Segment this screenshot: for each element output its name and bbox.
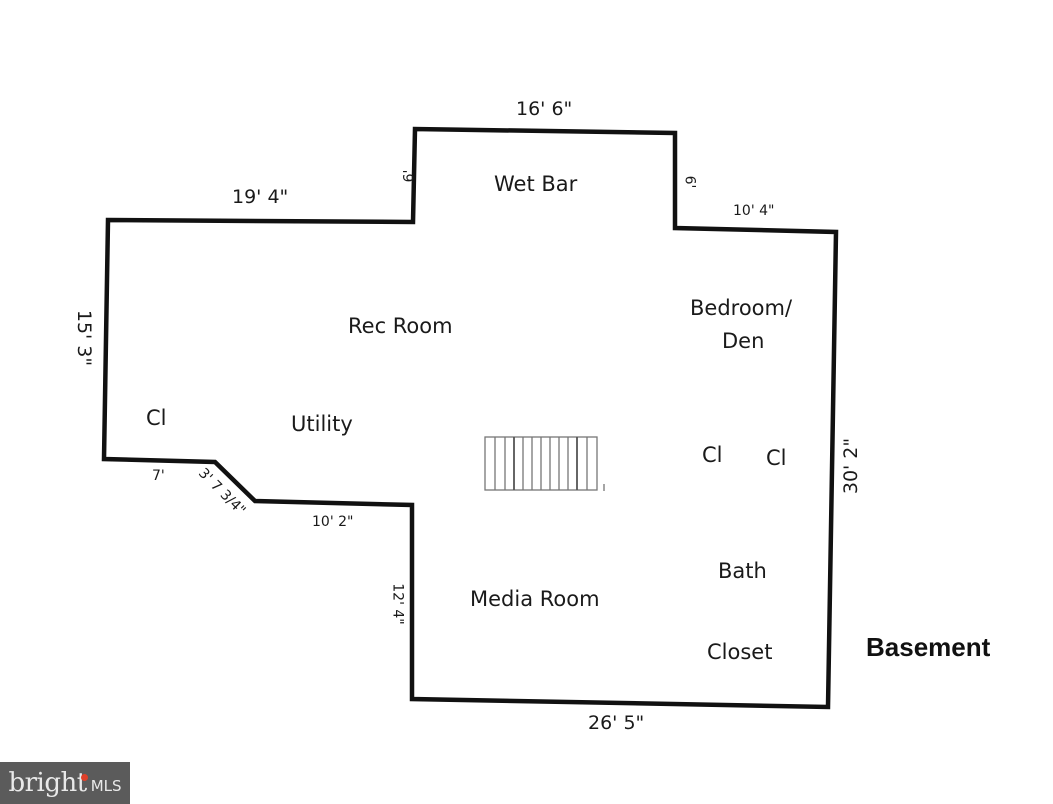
- room-label-closet: Closet: [707, 640, 773, 664]
- dimension-bedroom-top: 10' 4": [733, 203, 775, 219]
- dimension-bottom-wall: 26' 5": [588, 712, 645, 734]
- room-label-rec-room: Rec Room: [348, 314, 453, 338]
- room-label-bedroom: Bedroom/: [690, 296, 793, 320]
- floor-title: Basement: [866, 632, 991, 662]
- bright-mls-logo: bright MLS: [0, 762, 130, 804]
- logo-brand: bright: [8, 768, 88, 798]
- basement-outline: [101, 126, 839, 710]
- room-label-bath: Bath: [718, 559, 767, 583]
- dimension-rec-room-top: 19' 4": [232, 186, 289, 208]
- room-label-media-room: Media Room: [470, 587, 600, 611]
- stairs-icon: [484, 436, 605, 491]
- dimension-wet-bar-top: 16' 6": [516, 98, 573, 120]
- room-label-closet-mid: Cl: [702, 443, 723, 467]
- dimension-media-left: 12' 4": [389, 583, 406, 625]
- room-label-den: Den: [722, 329, 765, 353]
- room-label-closet-right: Cl: [766, 446, 787, 470]
- dimension-wet-bar-right: 6': [681, 175, 698, 189]
- room-label-wet-bar: Wet Bar: [494, 172, 578, 196]
- room-label-closet-left: Cl: [146, 406, 167, 430]
- room-label-utility: Utility: [291, 412, 353, 436]
- dimension-left-wall: 15' 3": [73, 309, 96, 367]
- dimension-closet-bottom: 7': [152, 468, 165, 484]
- dimension-wet-bar-left: 6': [401, 169, 418, 183]
- logo-suffix: MLS: [90, 777, 122, 795]
- dimension-utility-bottom: 10' 2": [312, 514, 354, 530]
- logo-dot-icon: [80, 774, 88, 781]
- dimension-right-wall: 30' 2": [840, 437, 863, 495]
